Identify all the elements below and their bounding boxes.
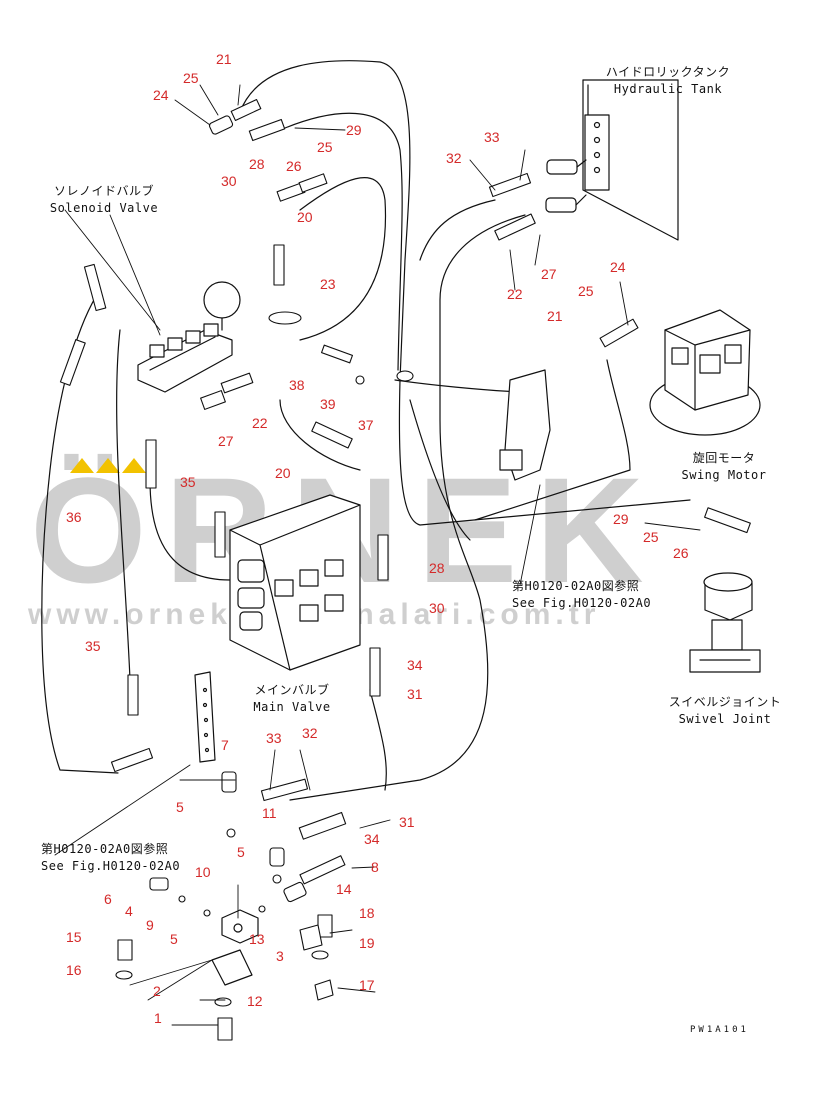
part-number: 24	[610, 259, 626, 275]
figure-reference-right-en: See Fig.H0120-02A0	[512, 596, 652, 610]
junction-block	[211, 909, 259, 986]
part-number: 10	[195, 864, 211, 880]
hose-fittings	[59, 99, 751, 1041]
watermark-accent	[70, 458, 146, 473]
part-number: 25	[317, 139, 333, 155]
swivel-joint-label-jp: スイベルジョイント	[668, 695, 782, 709]
part-number: 3	[276, 948, 284, 964]
part-number: 25	[643, 529, 659, 545]
part-number: 27	[218, 433, 234, 449]
part-number: 6	[104, 891, 112, 907]
part-number: 7	[221, 737, 229, 753]
part-number: 1	[154, 1010, 162, 1026]
part-number: 20	[275, 465, 291, 481]
part-number: 29	[346, 122, 362, 138]
drawing-code: PW1A101	[690, 1025, 749, 1035]
part-number: 21	[216, 51, 232, 67]
part-number: 5	[237, 844, 245, 860]
part-number: 22	[252, 415, 268, 431]
part-number: 33	[484, 129, 500, 145]
part-number: 14	[336, 881, 352, 897]
part-number: 9	[146, 917, 154, 933]
figure-reference-left-jp: 第H0120-02A0図参照	[41, 842, 169, 856]
figure-reference-left-en: See Fig.H0120-02A0	[41, 859, 181, 873]
part-number: 39	[320, 396, 336, 412]
part-number: 24	[153, 87, 169, 103]
figure-reference-right-jp: 第H0120-02A0図参照	[512, 579, 640, 593]
part-number: 4	[125, 903, 133, 919]
hydraulic-tank-outline	[582, 79, 679, 241]
part-number: 25	[183, 70, 199, 86]
part-number: 31	[407, 686, 423, 702]
solenoid-valve-assembly	[137, 281, 241, 393]
main-valve-assembly	[229, 494, 361, 671]
swing-motor-assembly	[649, 309, 761, 436]
part-number: 28	[249, 156, 265, 172]
part-number: 12	[247, 993, 263, 1009]
part-number: 31	[399, 814, 415, 830]
swivel-joint-label-en: Swivel Joint	[678, 712, 772, 726]
part-number: 33	[266, 730, 282, 746]
part-number: 32	[446, 150, 462, 166]
part-number: 11	[262, 805, 277, 821]
swing-motor-label-jp: 旋回モータ	[692, 451, 756, 465]
part-number: 8	[371, 859, 379, 875]
hydraulic-tank-label-en: Hydraulic Tank	[613, 82, 723, 96]
part-number: 20	[297, 209, 313, 225]
bracket-block	[194, 671, 216, 763]
leader-lines	[54, 84, 701, 1026]
part-number: 27	[541, 266, 557, 282]
part-number: 16	[66, 962, 82, 978]
main-valve-label-en: Main Valve	[253, 700, 331, 714]
hydraulic-tank-label-jp: ハイドロリックタンク	[605, 65, 731, 79]
part-number: 34	[407, 657, 423, 673]
hose-routes	[41, 60, 691, 801]
part-number: 19	[359, 935, 375, 951]
part-number: 2	[153, 983, 161, 999]
part-number: 35	[85, 638, 101, 654]
main-valve-label-jp: メインバルブ	[254, 683, 330, 697]
part-number: 38	[289, 377, 305, 393]
part-number: 22	[507, 286, 523, 302]
swivel-joint-assembly	[689, 572, 761, 673]
part-number: 32	[302, 725, 318, 741]
part-number: 25	[578, 283, 594, 299]
part-number: 26	[673, 545, 689, 561]
part-number: 17	[359, 977, 375, 993]
part-number: 35	[180, 474, 196, 490]
part-number: 15	[66, 929, 82, 945]
part-number: 21	[547, 308, 563, 324]
part-number: 30	[429, 600, 445, 616]
part-number: 29	[613, 511, 629, 527]
solenoid-valve-label-en: Solenoid Valve	[49, 201, 159, 215]
part-number: 34	[364, 831, 380, 847]
part-number: 18	[359, 905, 375, 921]
part-number: 36	[66, 509, 82, 525]
swing-bracket	[499, 369, 551, 481]
swing-motor-label-en: Swing Motor	[681, 468, 767, 482]
part-number: 5	[176, 799, 184, 815]
part-number: 5	[170, 931, 178, 947]
part-number: 28	[429, 560, 445, 576]
part-number: 30	[221, 173, 237, 189]
solenoid-valve-label-jp: ソレノイドバルブ	[53, 184, 155, 198]
part-number: 13	[249, 931, 265, 947]
part-number: 26	[286, 158, 302, 174]
part-number: 37	[358, 417, 374, 433]
part-number: 23	[320, 276, 336, 292]
tank-fittings	[545, 159, 587, 213]
